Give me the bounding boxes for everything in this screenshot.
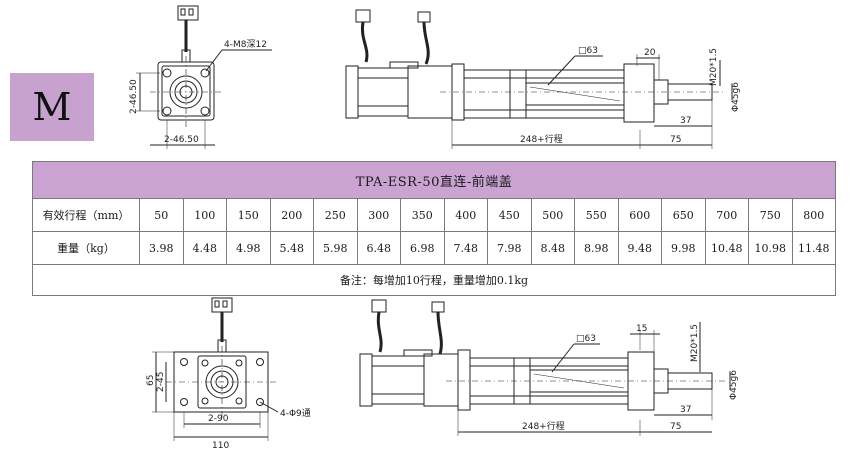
weight-cell: 7.98 xyxy=(487,231,532,265)
weight-cell: 9.48 xyxy=(617,231,662,265)
stroke-cell: 700 xyxy=(704,198,749,232)
bottom-dim-15: 15 xyxy=(636,324,647,334)
weight-cell: 5.48 xyxy=(269,231,314,265)
top-bottom-dim: 2-46.50 xyxy=(164,135,199,145)
weight-cell: 11.48 xyxy=(791,231,837,265)
weight-cell: 10.48 xyxy=(704,231,749,265)
bottom-stroke-dim: 248+行程 xyxy=(522,420,565,432)
top-dim-75: 75 xyxy=(670,135,681,145)
top-rod-label: Φ45g6 xyxy=(731,82,741,112)
stroke-cell: 650 xyxy=(661,198,706,232)
series-letter: M xyxy=(32,85,72,129)
bottom-dim-65: 65 xyxy=(146,375,156,386)
top-front-view xyxy=(136,5,272,149)
top-square-label: □63 xyxy=(578,46,598,56)
stroke-cell: 300 xyxy=(356,198,401,232)
weight-cell: 8.48 xyxy=(530,231,575,265)
bottom-thread-label: M20*1.5 xyxy=(690,324,700,362)
bottom-dim-2-90: 2-90 xyxy=(208,414,229,424)
weight-cell: 7.48 xyxy=(443,231,488,265)
weight-cell: 8.98 xyxy=(574,231,619,265)
spec-table: TPA-ESR-50直连-前端盖 有效行程（mm） 50 100 150 200… xyxy=(31,161,837,296)
stroke-label: 有效行程（mm） xyxy=(32,198,140,232)
weight-row: 重量（kg） 3.98 4.48 4.98 5.48 5.98 6.48 6.9… xyxy=(32,231,837,265)
weight-cell: 6.48 xyxy=(356,231,401,265)
stroke-cell: 250 xyxy=(313,198,358,232)
table-title: TPA-ESR-50直连-前端盖 xyxy=(31,161,837,199)
top-stroke-dim: 248+行程 xyxy=(520,133,563,145)
table-note: 备注：每增加10行程，重量增加0.1kg xyxy=(31,264,837,296)
top-side-view xyxy=(345,9,733,149)
top-side-dim: 2-46.50 xyxy=(129,79,139,114)
stroke-cell: 750 xyxy=(748,198,793,232)
weight-cell: 4.48 xyxy=(182,231,227,265)
weight-cell: 10.98 xyxy=(748,231,793,265)
weight-cell: 3.98 xyxy=(139,231,184,265)
bottom-square-label: □63 xyxy=(576,334,596,344)
bottom-dim-75: 75 xyxy=(670,422,681,432)
bottom-dim-37: 37 xyxy=(680,405,691,415)
stroke-cell: 400 xyxy=(443,198,488,232)
top-thread-label: M20*1.5 xyxy=(709,48,719,86)
stroke-cell: 50 xyxy=(139,198,184,232)
top-hole-callout: 4-M8深12 xyxy=(224,39,267,50)
stroke-cell: 800 xyxy=(791,198,837,232)
stroke-cell: 200 xyxy=(269,198,314,232)
bottom-side-view xyxy=(359,299,731,436)
stroke-cell: 600 xyxy=(617,198,662,232)
series-badge: M xyxy=(10,73,94,141)
bottom-dim-2-45: 2-45 xyxy=(156,372,166,392)
stroke-cell: 500 xyxy=(530,198,575,232)
weight-cell: 9.98 xyxy=(661,231,706,265)
weight-cell: 4.98 xyxy=(226,231,271,265)
stroke-cell: 150 xyxy=(226,198,271,232)
bottom-hole-callout: 4-Φ9通 xyxy=(280,408,311,419)
stroke-row: 有效行程（mm） 50 100 150 200 250 300 350 400 … xyxy=(32,198,837,232)
weight-cell: 5.98 xyxy=(313,231,358,265)
bottom-rod-label: Φ45g6 xyxy=(729,370,739,400)
bottom-front-view xyxy=(152,297,279,441)
weight-cell: 6.98 xyxy=(400,231,445,265)
weight-label: 重量（kg） xyxy=(32,231,140,265)
stroke-cell: 100 xyxy=(182,198,227,232)
top-dim-20: 20 xyxy=(644,48,656,58)
stroke-cell: 450 xyxy=(487,198,532,232)
top-dim-37: 37 xyxy=(680,116,691,126)
stroke-cell: 550 xyxy=(574,198,619,232)
bottom-dim-110: 110 xyxy=(212,441,229,451)
stroke-cell: 350 xyxy=(400,198,445,232)
